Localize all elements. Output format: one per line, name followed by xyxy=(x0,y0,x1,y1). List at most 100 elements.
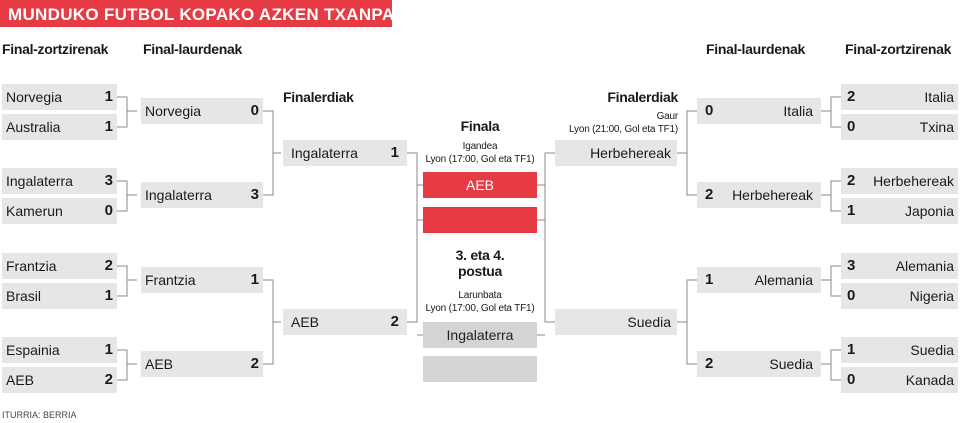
header-left-quarterfinals: Final-laurdenak xyxy=(143,41,242,57)
right-sf-day: Gaur xyxy=(656,111,679,122)
team-name: Norvegia xyxy=(6,89,63,105)
connector-right-qf-2 xyxy=(677,279,697,365)
team-name: Nigeria xyxy=(909,288,954,304)
team-score: 1 xyxy=(847,341,856,358)
right-qf-team-2: 2 Herbehereak xyxy=(697,182,821,208)
team-score: 1 xyxy=(104,287,113,304)
header-right-quarterfinals: Final-laurdenak xyxy=(706,41,805,57)
team-score: 0 xyxy=(847,371,856,388)
third-place-day: Larunbata xyxy=(458,290,502,301)
connector-right-qf-1 xyxy=(677,110,697,196)
team-score: 1 xyxy=(847,202,856,219)
team-score: 2 xyxy=(390,313,399,330)
connector-right-r16-2 xyxy=(821,180,841,212)
left-qf-team-3: Frantzia 1 xyxy=(141,267,263,293)
right-r16-team-2: 0 Txina xyxy=(841,114,958,140)
header-right-round-of-16: Final-zortzirenak xyxy=(845,41,952,57)
team-score: 3 xyxy=(847,257,856,274)
header-left-semifinals: Finalerdiak xyxy=(283,89,354,105)
left-r16-team-8: AEB 2 xyxy=(2,367,117,393)
team-score: 3 xyxy=(250,186,259,203)
left-qf-team-2: Ingalaterra 3 xyxy=(141,182,263,208)
right-r16-team-6: 0 Nigeria xyxy=(841,283,958,309)
team-name: Norvegia xyxy=(145,103,202,119)
left-sf-team-1: Ingalaterra 1 xyxy=(283,140,407,166)
team-score: 1 xyxy=(104,341,113,358)
connector-left-sf xyxy=(407,152,423,336)
source-note: ITURRIA: BERRIA xyxy=(2,410,77,420)
team-name: Kamerun xyxy=(6,203,63,219)
left-r16-team-4: Kamerun 0 xyxy=(2,198,117,224)
right-r16-team-3: 2 Herbehereak xyxy=(841,168,958,194)
final-team-2 xyxy=(423,207,537,233)
team-name: Herbehereak xyxy=(873,173,954,189)
team-score: 1 xyxy=(104,88,113,105)
left-r16-team-3: Ingalaterra 3 xyxy=(2,168,117,194)
right-qf-team-3: 1 Alemania xyxy=(697,267,821,293)
header-right-semifinals: Finalerdiak xyxy=(607,89,678,105)
team-name: Brasil xyxy=(6,288,42,304)
team-name: Alemania xyxy=(895,258,954,274)
team-score: 1 xyxy=(250,271,259,288)
team-name: AEB xyxy=(6,372,35,388)
team-score: 2 xyxy=(705,355,714,372)
team-name: AEB xyxy=(291,314,320,330)
team-name: Herbehereak xyxy=(732,187,813,203)
right-qf-team-1: 0 Italia xyxy=(697,98,821,124)
team-score: 0 xyxy=(847,287,856,304)
connector-right-sf xyxy=(537,152,555,336)
team-score: 2 xyxy=(104,257,113,274)
final-venue: Lyon (17:00, Gol eta TF1) xyxy=(425,154,535,165)
team-name: Suedia xyxy=(627,314,671,330)
team-name: Espainia xyxy=(6,342,60,358)
right-r16-team-4: 1 Japonia xyxy=(841,198,958,224)
team-score: 1 xyxy=(104,118,113,135)
third-place-venue: Lyon (17:00, Gol eta TF1) xyxy=(425,303,535,314)
team-score: 2 xyxy=(104,371,113,388)
connector-left-r16-3 xyxy=(117,265,137,297)
team-name: Frantzia xyxy=(145,272,196,288)
right-sf-team-1: Herbehereak xyxy=(555,140,677,166)
third-place-title-line2: postua xyxy=(457,263,503,279)
connector-right-r16-1 xyxy=(821,96,841,128)
connector-right-r16-4 xyxy=(821,349,841,381)
team-name: AEB xyxy=(145,356,174,372)
team-name: Italia xyxy=(924,89,954,105)
team-name: Japonia xyxy=(904,203,954,219)
title-banner: MUNDUKO FUTBOL KOPAKO AZKEN TXANPA xyxy=(0,0,394,27)
connector-left-r16-2 xyxy=(117,180,137,212)
right-sf-team-2: Suedia xyxy=(555,309,677,335)
team-score: 3 xyxy=(104,172,113,189)
team-score: 0 xyxy=(705,102,714,119)
right-r16-team-7: 1 Suedia xyxy=(841,337,958,363)
third-place-title: 3. eta 4. postua xyxy=(423,247,537,279)
team-name: Herbehereak xyxy=(590,145,671,161)
team-score: 1 xyxy=(390,144,399,161)
team-score: 0 xyxy=(104,202,113,219)
left-r16-team-6: Brasil 1 xyxy=(2,283,117,309)
left-qf-team-4: AEB 2 xyxy=(141,351,263,377)
third-place-team-1: Ingalaterra xyxy=(423,322,537,348)
left-sf-team-2: AEB 2 xyxy=(283,309,407,335)
team-score: 2 xyxy=(705,186,714,203)
team-name: Italia xyxy=(783,103,813,119)
team-name: Txina xyxy=(919,119,954,135)
left-r16-team-1: Norvegia 1 xyxy=(2,84,117,110)
right-r16-team-5: 3 Alemania xyxy=(841,253,958,279)
team-name: Ingalaterra xyxy=(6,173,73,189)
third-place-team-2 xyxy=(423,356,537,382)
right-sf-venue: Lyon (21:00, Gol eta TF1) xyxy=(569,124,678,135)
final-team-1: AEB xyxy=(423,172,537,198)
team-name: Kanada xyxy=(905,372,954,388)
final-title: Finala xyxy=(460,118,500,134)
team-name: Ingalaterra xyxy=(291,145,358,161)
third-place-title-line1: 3. eta 4. xyxy=(455,247,505,263)
left-r16-team-7: Espainia 1 xyxy=(2,337,117,363)
team-score: 1 xyxy=(705,271,714,288)
team-name: Frantzia xyxy=(6,258,57,274)
connector-left-r16-4 xyxy=(117,349,137,381)
right-qf-team-4: 2 Suedia xyxy=(697,351,821,377)
connector-left-qf-2 xyxy=(263,279,281,365)
team-score: 0 xyxy=(847,118,856,135)
